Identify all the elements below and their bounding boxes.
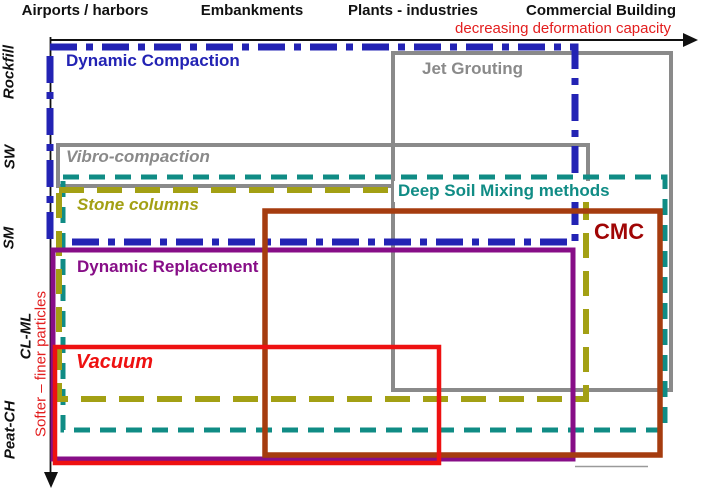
jet-grouting-label: Jet Grouting xyxy=(422,59,524,78)
column-header-commercial-building: Commercial Building xyxy=(525,2,677,19)
row-label-peat-ch: Peat-CH xyxy=(1,400,19,460)
column-header-embankments: Embankments xyxy=(200,2,304,19)
softness-gradient-label: Softer – finer particles xyxy=(32,291,50,437)
dynamic-replacement-label: Dynamic Replacement xyxy=(77,257,259,276)
column-header-airports-harbors: Airports / harbors xyxy=(21,2,149,19)
cmc-box xyxy=(262,208,663,458)
row-label-sw: SW xyxy=(1,144,19,170)
x-axis-caption: decreasing deformation capacity xyxy=(455,20,671,37)
row-label-sm: SM xyxy=(0,226,18,250)
deep-soil-mixing-label: Deep Soil Mixing methods xyxy=(394,181,614,202)
row-label-rockfill: Rockfill xyxy=(0,44,18,100)
stone-columns-label: Stone columns xyxy=(77,195,199,214)
stone-columns-box xyxy=(56,187,589,402)
jet-grouting-box xyxy=(391,51,673,392)
cmc-label: CMC xyxy=(594,219,645,244)
vibro-compaction-box xyxy=(56,143,590,188)
column-header-plants-industries: Plants - industries xyxy=(347,2,479,19)
dynamic-compaction-box xyxy=(46,43,579,246)
dynamic-compaction-label: Dynamic Compaction xyxy=(66,51,240,70)
vacuum-box xyxy=(52,344,442,466)
x-axis-arrowhead-icon xyxy=(683,33,698,47)
vibro-compaction-label: Vibro-compaction xyxy=(66,147,210,166)
y-axis-arrowhead-icon xyxy=(44,472,58,488)
vacuum-label: Vacuum xyxy=(76,351,154,373)
deep-soil-mixing-box xyxy=(60,174,668,433)
